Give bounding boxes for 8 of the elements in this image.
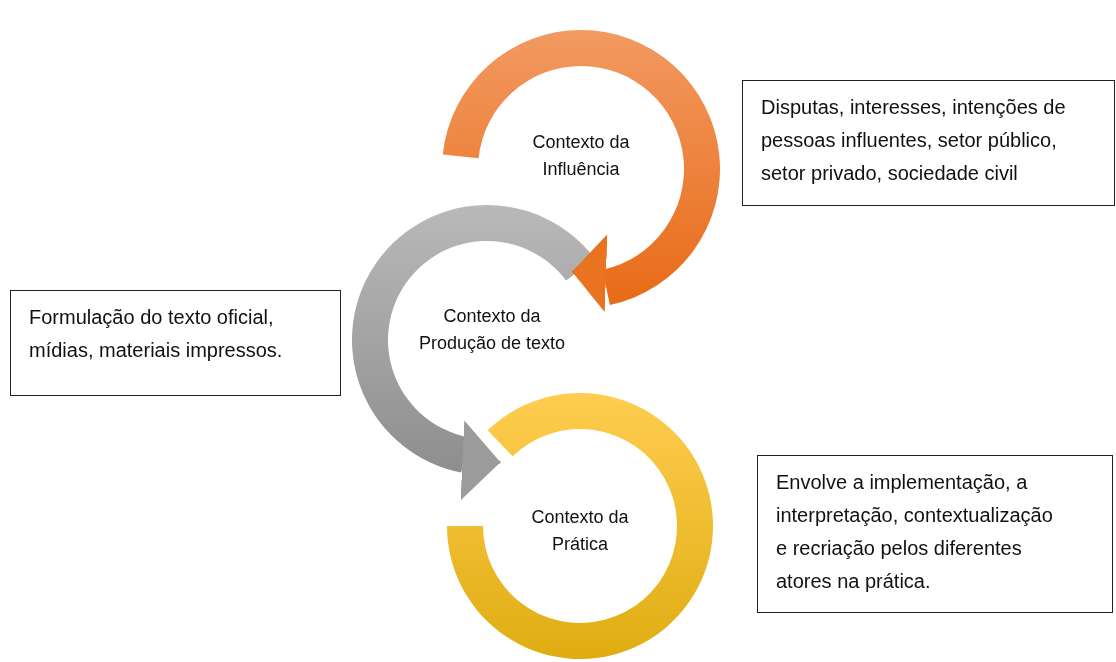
- arrowhead: [572, 234, 608, 312]
- node-label: Contexto da Influência: [531, 131, 631, 181]
- text-box: Envolve a implementação, a interpretação, contextualização e recriação pelos diferentes atores na prática.: [757, 455, 1113, 613]
- text-box: Formulação do texto oficial, mídias, materiais impressos.: [10, 290, 341, 396]
- node-label: Contexto da Produção de texto: [417, 305, 567, 355]
- text-box: Disputas, interesses, intenções de pessoas influentes, setor público, setor privado, sociedade civil: [742, 80, 1115, 206]
- arrowhead: [460, 420, 501, 501]
- node-label: Contexto da Prática: [530, 506, 630, 556]
